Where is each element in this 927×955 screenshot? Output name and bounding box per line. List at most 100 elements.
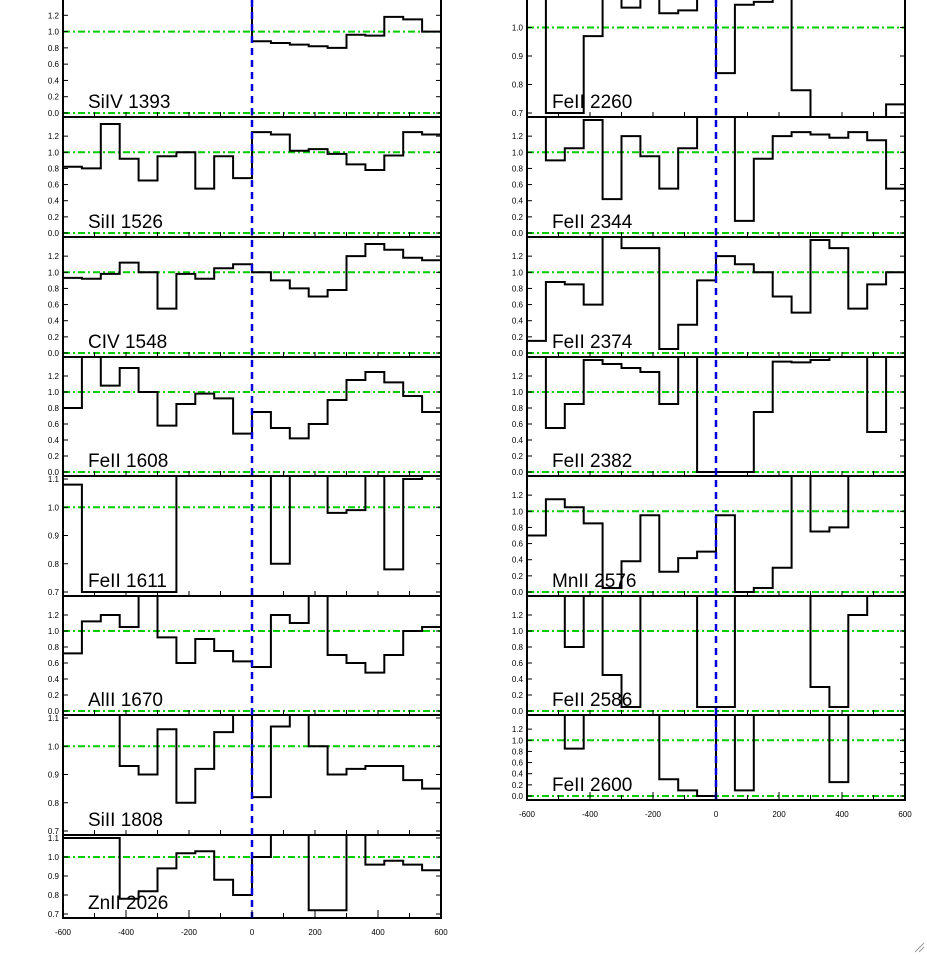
spectrum-feii-2586: [563, 596, 869, 708]
y-tick-label: 0.6: [48, 181, 60, 190]
y-tick-label: 0.8: [512, 81, 524, 90]
y-tick-label: 1.2: [512, 252, 524, 261]
x-tick-label: 400: [835, 810, 849, 819]
y-tick-label: 0.4: [512, 770, 524, 779]
y-tick-label: 0.4: [512, 197, 524, 206]
spectrum-mnii-2576: [527, 476, 850, 593]
y-tick-label: 0.4: [512, 556, 524, 565]
x-tick-label: -400: [582, 810, 599, 819]
y-tick-label: 1.0: [512, 507, 524, 516]
y-tick-label: 0.8: [48, 164, 60, 173]
ion-label-feii-2600: FeII 2600: [552, 775, 632, 796]
y-tick-label: 0.9: [48, 872, 60, 881]
y-tick-label: 0.0: [512, 349, 524, 358]
y-tick-label: 0.8: [48, 404, 60, 413]
y-tick-label: 0.8: [512, 643, 524, 652]
y-tick-label: 0.9: [48, 532, 60, 541]
y-tick-label: 1.2: [48, 372, 60, 381]
ion-label-feii-2260: FeII 2260: [552, 92, 632, 113]
y-tick-label: 0.0: [48, 468, 60, 477]
y-tick-label: 0.8: [512, 523, 524, 532]
y-tick-label: 0.6: [48, 659, 60, 668]
ion-label-feii-2374: FeII 2374: [552, 332, 633, 353]
spectrum-siii-1808: [118, 715, 441, 804]
ion-label-znii-2026: ZnII 2026: [88, 893, 168, 914]
ion-label-civ-1548: CIV 1548: [88, 332, 167, 353]
y-tick-label: 0.0: [48, 707, 60, 716]
y-tick-label: 1.1: [48, 714, 60, 723]
y-tick-label: 0.4: [48, 317, 60, 326]
y-tick-label: 0.2: [512, 572, 524, 581]
x-tick-label: -200: [181, 928, 198, 937]
spectrum-feii-2344: [544, 117, 905, 222]
y-tick-label: 0.2: [512, 333, 524, 342]
y-tick-label: 1.2: [48, 11, 60, 20]
ion-label-feii-1611: FeII 1611: [88, 571, 167, 592]
y-tick-label: 0.4: [48, 197, 60, 206]
y-tick-label: 1.0: [48, 503, 60, 512]
y-tick-label: 0.2: [48, 213, 60, 222]
y-tick-label: 1.0: [512, 148, 524, 157]
y-tick-label: 1.0: [512, 24, 524, 33]
y-tick-label: 0.9: [48, 771, 60, 780]
y-tick-label: 0.2: [48, 691, 60, 700]
y-tick-label: 0.7: [48, 910, 60, 919]
resize-grip-icon[interactable]: [913, 941, 925, 953]
ion-label-siiv-1393: SiIV 1393: [88, 92, 170, 113]
y-tick-label: 0.6: [512, 540, 524, 549]
y-tick-label: 0.6: [512, 420, 524, 429]
ion-label-alii-1670: AlII 1670: [88, 690, 163, 711]
y-tick-label: 0.8: [512, 404, 524, 413]
y-tick-label: 0.9: [512, 52, 524, 61]
x-tick-label: 0: [250, 928, 255, 937]
y-tick-label: 0.4: [512, 675, 524, 684]
y-tick-label: 0.8: [512, 164, 524, 173]
y-tick-label: 0.0: [512, 588, 524, 597]
ion-label-feii-1608: FeII 1608: [88, 451, 168, 472]
y-tick-label: 0.6: [512, 181, 524, 190]
ion-label-mnii-2576: MnII 2576: [552, 571, 637, 592]
y-tick-label: 0.7: [48, 588, 60, 597]
y-tick-label: 0.8: [48, 284, 60, 293]
y-tick-label: 1.2: [512, 372, 524, 381]
y-tick-label: 1.2: [48, 252, 60, 261]
y-tick-label: 0.8: [512, 747, 524, 756]
y-tick-label: 1.0: [48, 627, 60, 636]
y-tick-label: 0.0: [512, 707, 524, 716]
y-tick-label: 0.6: [48, 420, 60, 429]
y-tick-label: 1.2: [512, 491, 524, 500]
y-tick-label: 0.8: [48, 643, 60, 652]
y-tick-label: 0.8: [48, 891, 60, 900]
x-tick-label: 200: [308, 928, 322, 937]
ion-label-siii-1526: SiII 1526: [88, 212, 163, 233]
y-tick-label: 1.0: [512, 268, 524, 277]
y-tick-label: 1.0: [48, 28, 60, 37]
x-tick-label: -600: [519, 810, 536, 819]
y-tick-label: 0.4: [48, 436, 60, 445]
ion-label-siii-1808: SiII 1808: [88, 810, 163, 831]
x-tick-label: 600: [434, 928, 448, 937]
y-tick-label: 1.2: [512, 132, 524, 141]
x-tick-label: 0: [714, 810, 719, 819]
y-tick-label: 1.0: [48, 388, 60, 397]
x-tick-label: 200: [772, 810, 786, 819]
y-tick-label: 0.0: [48, 349, 60, 358]
y-tick-label: 0.2: [48, 93, 60, 102]
y-tick-label: 0.8: [512, 284, 524, 293]
spectrum-feii-2382: [544, 357, 888, 473]
y-tick-label: 0.4: [48, 675, 60, 684]
y-tick-label: 0.2: [512, 691, 524, 700]
